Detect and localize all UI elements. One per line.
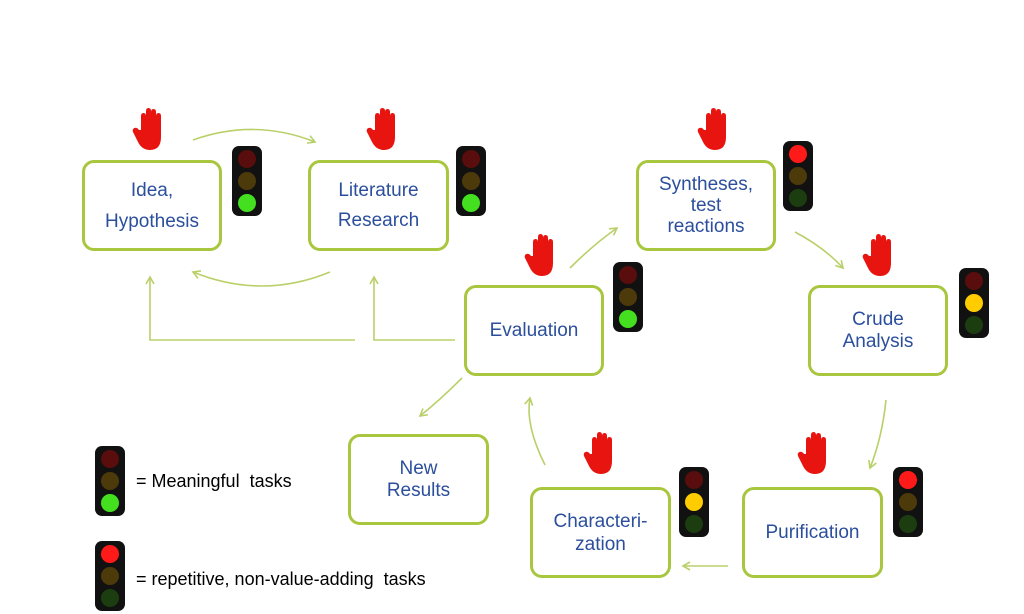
traffic-light-icon xyxy=(679,467,709,537)
traffic-light-icon xyxy=(456,146,486,216)
node-label: Crude Analysis xyxy=(842,308,914,352)
legend-meaningful-label: = Meaningful tasks xyxy=(136,471,292,491)
node-label: New Results xyxy=(386,457,451,501)
node-purification: Purification xyxy=(742,487,883,578)
arrow-evaluation-to-idea xyxy=(145,275,355,341)
traffic-light-icon xyxy=(613,262,643,332)
node-syntheses: Syntheses, test reactions xyxy=(636,160,776,251)
node-label: Idea, Hypothesis xyxy=(105,179,199,232)
legend-repetitive-label: = repetitive, non-value-adding tasks xyxy=(136,569,426,589)
node-literature: Literature Research xyxy=(308,160,449,251)
traffic-light-icon xyxy=(232,146,262,216)
node-crude-analysis: Crude Analysis xyxy=(808,285,948,376)
node-label: Syntheses, test reactions xyxy=(659,174,753,237)
node-idea: Idea, Hypothesis xyxy=(82,160,222,251)
arrow-syntheses-to-crude xyxy=(794,231,845,270)
arrow-evaluation-to-results xyxy=(418,377,463,418)
arrow-evaluation-to-syntheses xyxy=(569,227,619,269)
stop-hand-icon xyxy=(697,108,726,150)
legend-traffic-light-icon xyxy=(95,541,125,611)
stop-hand-icon xyxy=(524,234,553,276)
traffic-light-icon xyxy=(959,268,989,338)
node-label: Evaluation xyxy=(489,319,579,341)
arrow-idea-to-literature xyxy=(192,128,317,144)
traffic-light-icon xyxy=(893,467,923,537)
node-label: Literature Research xyxy=(337,179,420,231)
arrow-literature-to-idea xyxy=(191,270,331,287)
arrow-crude-to-purification xyxy=(868,399,887,470)
node-label: Characteri- zation xyxy=(553,510,648,555)
stop-hand-icon xyxy=(862,234,891,276)
stop-hand-icon xyxy=(583,432,612,474)
node-evaluation: Evaluation xyxy=(464,285,604,376)
node-new-results: New Results xyxy=(348,434,489,525)
stop-hand-icon xyxy=(132,108,161,150)
node-label: Purification xyxy=(765,521,860,543)
node-characterization: Characteri- zation xyxy=(530,487,671,578)
stop-hand-icon xyxy=(366,108,395,150)
arrow-characterization-to-evaluation xyxy=(524,396,546,466)
stop-hand-icon xyxy=(797,432,826,474)
traffic-light-icon xyxy=(783,141,813,211)
legend-traffic-light-icon xyxy=(95,446,125,516)
arrow-evaluation-to-literature xyxy=(369,275,455,341)
